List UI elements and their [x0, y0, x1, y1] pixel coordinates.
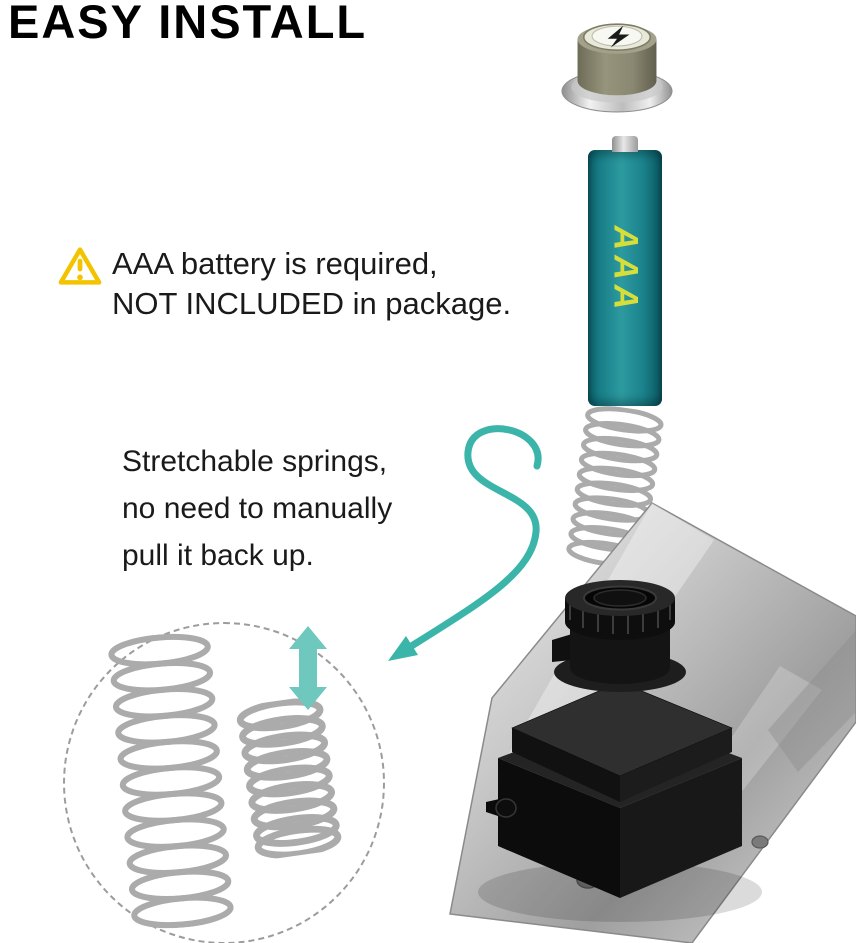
lightning-bolt-icon [607, 25, 630, 48]
igniter-module-assembly [449, 502, 856, 943]
battery-positive-terminal [612, 136, 638, 152]
battery-socket [552, 580, 686, 692]
spring-icon [566, 406, 664, 568]
feature-line-2: no need to manually [122, 492, 393, 525]
battery-label: AAA [606, 225, 645, 315]
feature-line-1: Stretchable springs, [122, 445, 388, 478]
electrode-bolt [495, 798, 517, 818]
stretched-spring-icon [108, 633, 234, 929]
warning-line-2: NOT INCLUDED in package. [112, 286, 512, 321]
warning-text: AAA battery is required, NOT INCLUDED in… [112, 244, 511, 324]
warning-triangle-icon [58, 247, 102, 285]
compressed-spring-icon [236, 698, 342, 859]
igniter-button-cap [561, 23, 673, 113]
warning-line-1: AAA battery is required, [112, 246, 438, 281]
feature-note: Stretchable springs, no need to manually… [122, 438, 392, 579]
feature-line-3: pull it back up. [122, 539, 314, 572]
page-title: EASY INSTALL [8, 0, 368, 48]
up-down-arrow-icon [289, 626, 327, 710]
igniter-module [486, 681, 742, 898]
bracket-hole [751, 835, 769, 849]
aaa-battery: AAA [588, 136, 662, 406]
warning-note: AAA battery is required, NOT INCLUDED in… [58, 244, 511, 324]
